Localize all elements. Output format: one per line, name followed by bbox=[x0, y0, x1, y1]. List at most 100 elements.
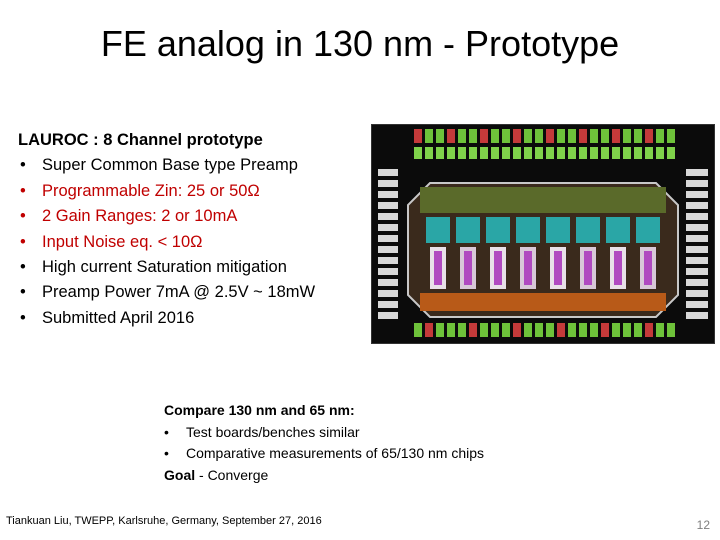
list-item: •Super Common Base type Preamp bbox=[18, 153, 368, 178]
bond-pad bbox=[447, 147, 455, 159]
bond-pad bbox=[458, 147, 466, 159]
bond-pad bbox=[414, 323, 422, 337]
right-pad-column bbox=[686, 169, 708, 319]
left-pad-column bbox=[378, 169, 398, 319]
bond-pad bbox=[491, 323, 499, 337]
channel-cell bbox=[426, 217, 450, 243]
bullet-icon: • bbox=[164, 423, 169, 440]
bond-pad bbox=[546, 323, 554, 337]
channel-cell bbox=[464, 251, 472, 285]
bond-pad bbox=[579, 147, 587, 159]
bond-pad bbox=[557, 129, 565, 143]
bond-pad bbox=[645, 323, 653, 337]
goal-label: Goal bbox=[164, 466, 196, 483]
feature-list: •Super Common Base type Preamp • Programm… bbox=[18, 153, 368, 331]
bond-pad bbox=[513, 129, 521, 143]
bond-pad bbox=[480, 129, 488, 143]
bond-pad bbox=[469, 323, 477, 337]
label-pad bbox=[686, 213, 708, 220]
label-pad bbox=[378, 301, 398, 308]
bond-pad bbox=[667, 323, 675, 337]
bond-pad bbox=[579, 323, 587, 337]
bond-pad bbox=[634, 147, 642, 159]
bullet-icon: • bbox=[20, 283, 26, 302]
list-item-text: Input Noise eq. < 10Ω bbox=[42, 232, 203, 251]
bond-pad bbox=[414, 147, 422, 159]
section-heading: LAUROC : 8 Channel prototype bbox=[18, 131, 263, 149]
top-pad-row bbox=[414, 129, 675, 159]
bond-pad bbox=[590, 129, 598, 143]
bond-pad bbox=[425, 129, 433, 143]
bond-pad bbox=[557, 323, 565, 337]
bond-pad bbox=[656, 323, 664, 337]
bond-pad bbox=[425, 323, 433, 337]
bond-pad bbox=[436, 129, 444, 143]
list-item: •Submitted April 2016 bbox=[18, 306, 368, 331]
label-pad bbox=[686, 301, 708, 308]
channel-cell bbox=[494, 251, 502, 285]
bond-pad bbox=[601, 323, 609, 337]
bond-pad bbox=[546, 129, 554, 143]
list-item: •Input Noise eq. < 10Ω bbox=[18, 230, 368, 255]
bond-pad bbox=[667, 129, 675, 143]
label-pad bbox=[378, 246, 398, 253]
prototype-description: LAUROC : 8 Channel prototype •Super Comm… bbox=[18, 128, 368, 331]
bond-pad bbox=[502, 147, 510, 159]
list-item-text: Programmable Zin: 25 or 50Ω bbox=[42, 181, 260, 200]
bond-pad bbox=[557, 147, 565, 159]
label-pad bbox=[378, 191, 398, 198]
bond-pad bbox=[458, 323, 466, 337]
list-item: •Test boards/benches similar bbox=[164, 422, 584, 444]
bond-pad bbox=[524, 323, 532, 337]
bottom-pad-row bbox=[414, 323, 675, 337]
bond-pad bbox=[568, 147, 576, 159]
bond-pad bbox=[590, 147, 598, 159]
bond-pad bbox=[667, 147, 675, 159]
label-pad bbox=[378, 180, 398, 187]
bond-pad bbox=[524, 129, 532, 143]
comparison-heading: Compare 130 nm and 65 nm: bbox=[164, 402, 355, 418]
list-item: • High current Saturation mitigation bbox=[18, 255, 368, 280]
bond-pad bbox=[656, 147, 664, 159]
goal-line: Goal - Converge bbox=[164, 465, 584, 487]
channel-cell bbox=[606, 217, 630, 243]
bond-pad bbox=[447, 129, 455, 143]
channel-cell bbox=[434, 251, 442, 285]
goal-text: - Converge bbox=[195, 466, 269, 483]
channel-cell bbox=[636, 217, 660, 243]
channel-cell bbox=[584, 251, 592, 285]
bond-pad bbox=[491, 129, 499, 143]
channel-cell bbox=[546, 217, 570, 243]
bond-pad bbox=[458, 129, 466, 143]
bullet-icon: • bbox=[20, 181, 26, 200]
label-pad bbox=[686, 257, 708, 264]
label-pad bbox=[686, 290, 708, 297]
bond-pad bbox=[513, 323, 521, 337]
list-item: •2 Gain Ranges: 2 or 10mA bbox=[18, 204, 368, 229]
list-item: • Programmable Zin: 25 or 50Ω bbox=[18, 179, 368, 204]
bullet-icon: • bbox=[20, 207, 26, 226]
bullet-icon: • bbox=[20, 258, 26, 277]
list-item: •Comparative measurements of 65/130 nm c… bbox=[164, 443, 584, 465]
bond-pad bbox=[623, 129, 631, 143]
label-pad bbox=[378, 279, 398, 286]
bond-pad bbox=[535, 323, 543, 337]
label-pad bbox=[378, 213, 398, 220]
bond-pad bbox=[656, 129, 664, 143]
bond-pad bbox=[612, 129, 620, 143]
bond-pad bbox=[469, 129, 477, 143]
list-item-text: Preamp Power 7mA @ 2.5V ~ 18mW bbox=[42, 283, 316, 302]
bond-pad bbox=[612, 323, 620, 337]
bond-pad bbox=[645, 129, 653, 143]
channel-cells bbox=[426, 217, 660, 289]
page-number: 12 bbox=[696, 518, 710, 532]
channel-cell bbox=[456, 217, 480, 243]
bond-pad bbox=[502, 323, 510, 337]
channel-cell bbox=[614, 251, 622, 285]
label-pad bbox=[686, 279, 708, 286]
label-pad bbox=[378, 268, 398, 275]
core-top-band bbox=[420, 187, 666, 213]
list-item-text: High current Saturation mitigation bbox=[42, 258, 287, 277]
label-pad bbox=[378, 235, 398, 242]
bond-pad bbox=[601, 147, 609, 159]
